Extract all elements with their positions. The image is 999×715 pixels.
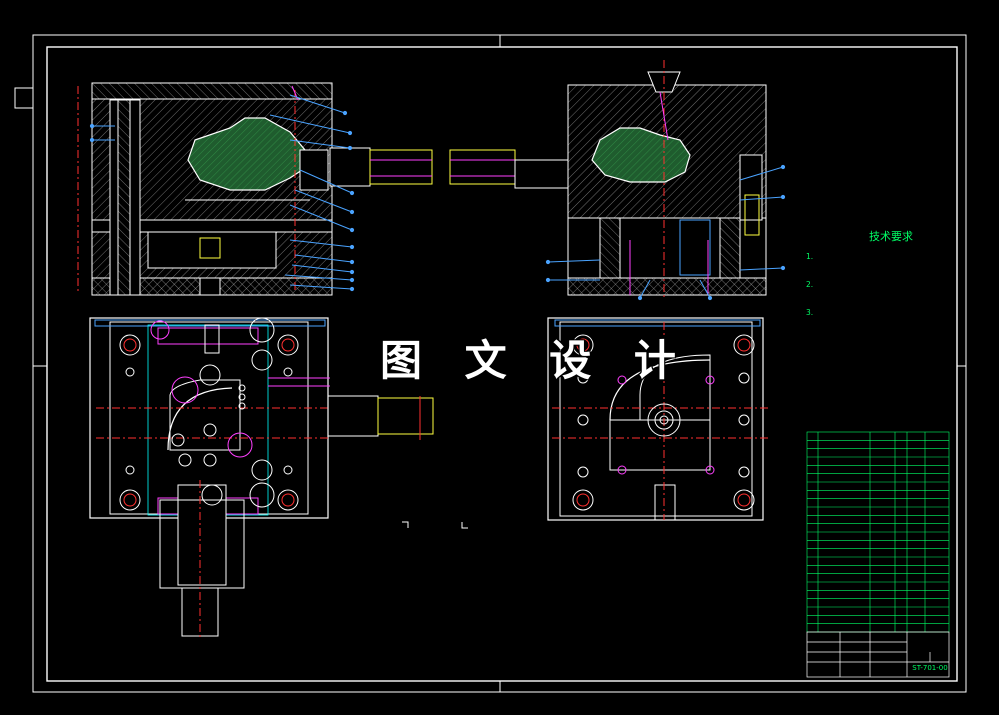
requirement-line-1: 1. (806, 252, 814, 261)
view-marks (402, 521, 468, 529)
section-view-right (449, 60, 767, 300)
parts-list-table (806, 431, 950, 633)
drawing-frame (14, 34, 967, 693)
section-view-left (77, 82, 433, 296)
leader-lines-left (89, 94, 355, 292)
requirement-line-2: 2. (806, 280, 814, 289)
plan-view-left (89, 317, 434, 640)
title-block (806, 631, 950, 678)
drawing-code: ST-701-00 (912, 664, 948, 672)
technical-requirements: 技术要求 1. 2. 3. (806, 228, 956, 320)
requirement-line-3: 3. (806, 308, 814, 317)
technical-requirements-title: 技术要求 (869, 230, 913, 243)
watermark: 图 文 设 计 (380, 336, 690, 385)
leader-lines-right (545, 164, 786, 301)
plan-view-right (547, 317, 770, 521)
